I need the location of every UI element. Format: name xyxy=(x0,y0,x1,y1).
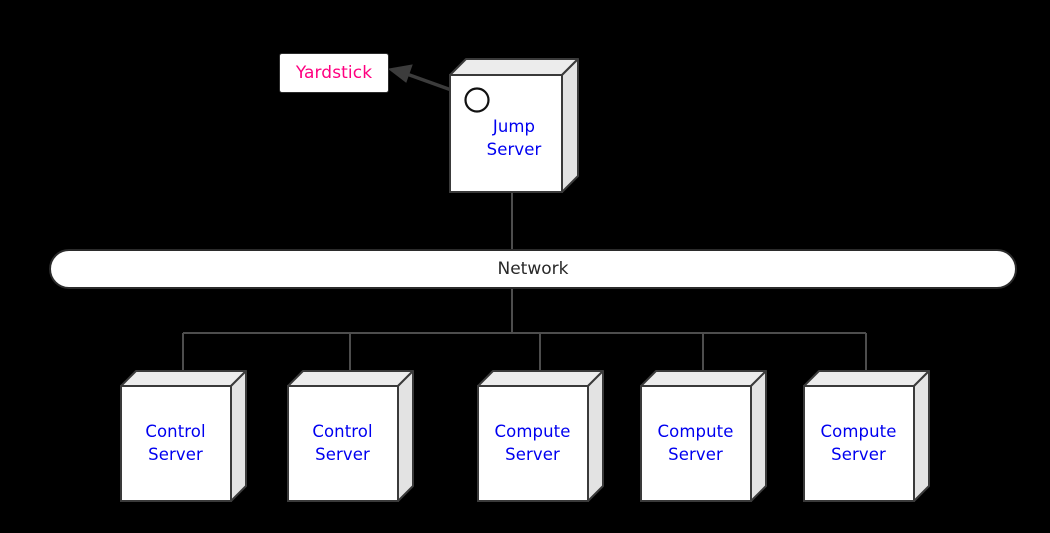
compute-server-3-3d-shape xyxy=(803,370,930,502)
server-top-face xyxy=(803,370,930,387)
server-side-face xyxy=(587,370,604,502)
yardstick-note-box[interactable]: Yardstick xyxy=(279,53,389,93)
server-front-face xyxy=(287,385,399,502)
control-server-2-3d-shape xyxy=(287,370,414,502)
server-side-face xyxy=(397,370,414,502)
compute-server-3-node[interactable]: Compute Server xyxy=(803,370,930,503)
server-top-face xyxy=(477,370,604,387)
jump-server-front-face xyxy=(449,74,563,193)
compute-server-2-node[interactable]: Compute Server xyxy=(640,370,767,503)
server-side-face xyxy=(750,370,767,502)
control-server-1-3d-shape xyxy=(120,370,247,502)
circle-port-icon xyxy=(464,87,490,113)
network-bar[interactable]: Network xyxy=(49,249,1017,289)
server-top-face xyxy=(287,370,414,387)
jump-server-3d-shape xyxy=(449,58,579,193)
control-server-1-node[interactable]: Control Server xyxy=(120,370,247,503)
server-front-face xyxy=(640,385,752,502)
server-front-face xyxy=(803,385,915,502)
control-server-2-node[interactable]: Control Server xyxy=(287,370,414,503)
yardstick-label: Yardstick xyxy=(295,63,373,83)
compute-server-1-3d-shape xyxy=(477,370,604,502)
server-side-face xyxy=(230,370,247,502)
server-front-face xyxy=(477,385,589,502)
server-side-face xyxy=(913,370,930,502)
compute-server-2-3d-shape xyxy=(640,370,767,502)
server-top-face xyxy=(640,370,767,387)
server-front-face xyxy=(120,385,232,502)
server-top-face xyxy=(120,370,247,387)
jump-server-side-face xyxy=(561,58,579,193)
network-label: Network xyxy=(497,259,569,279)
jump-server-node[interactable]: Jump Server xyxy=(449,58,579,194)
jump-server-top-face xyxy=(449,58,579,76)
compute-server-1-node[interactable]: Compute Server xyxy=(477,370,604,503)
